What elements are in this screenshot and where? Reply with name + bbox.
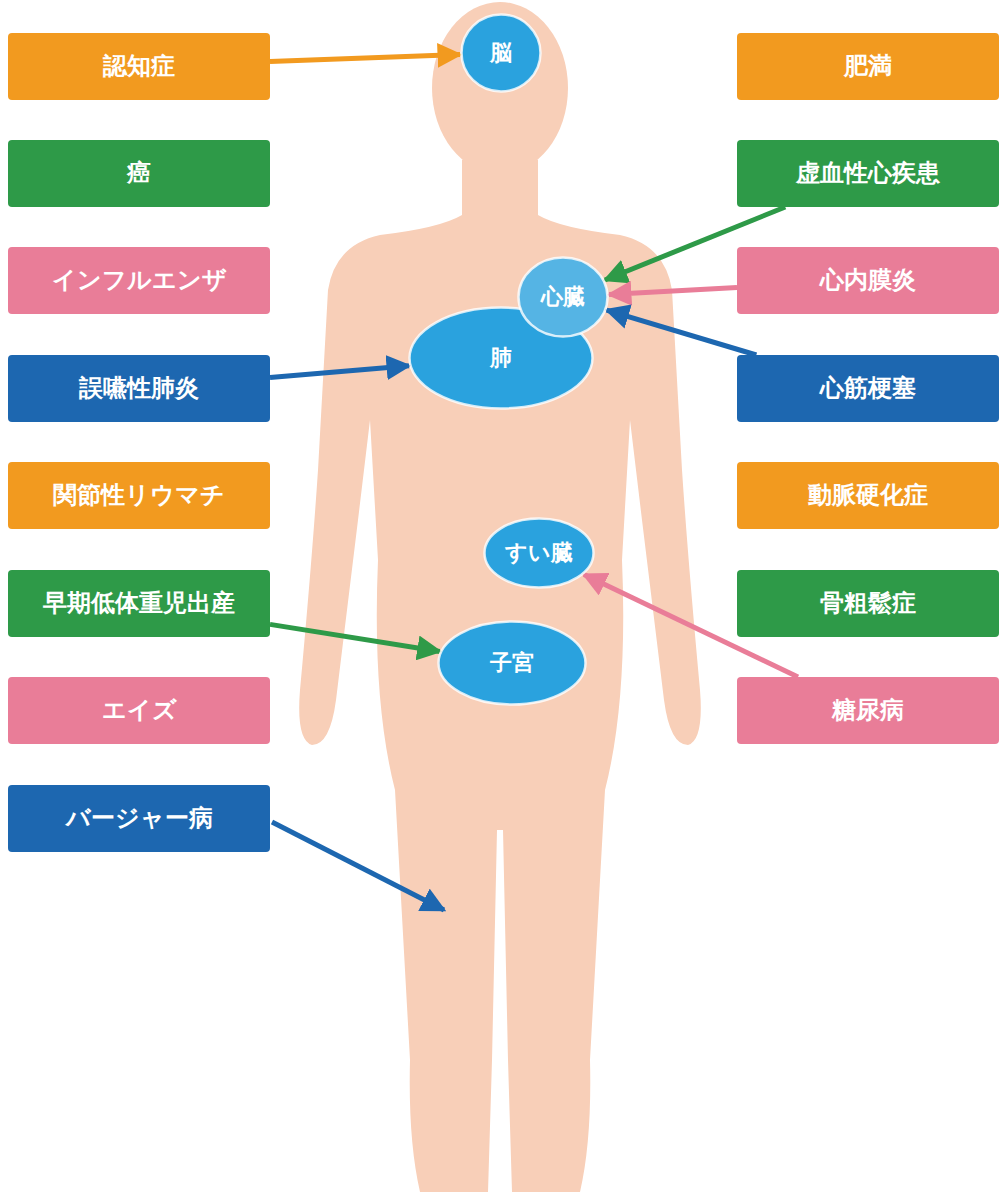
disease-box: 関節性リウマチ [8, 462, 270, 529]
disease-box: 癌 [8, 140, 270, 207]
disease-label: 早期低体重児出産 [43, 589, 235, 618]
disease-label: 動脈硬化症 [808, 481, 928, 510]
organ-shape [410, 308, 593, 409]
arrow-connector [270, 624, 440, 651]
disease-label: 心筋梗塞 [820, 374, 916, 403]
disease-box: 肥満 [737, 33, 999, 100]
arrow-connector [270, 55, 460, 62]
organ-label: 肺 [490, 345, 512, 371]
organ-shape [439, 622, 586, 705]
disease-label: 肥満 [844, 52, 892, 81]
organ-circle: すい臓 [483, 517, 595, 589]
organ-circle: 子宮 [437, 620, 587, 706]
organ-shape [519, 258, 608, 337]
organ-circle: 心臓 [517, 256, 609, 338]
disease-box: 虚血性心疾患 [737, 140, 999, 207]
body-head [432, 2, 568, 174]
leader-arrow [272, 822, 444, 910]
disease-box: 早期低体重児出産 [8, 570, 270, 637]
disease-box: エイズ [8, 677, 270, 744]
organ-label: 心臓 [541, 284, 585, 310]
disease-box: バージャー病 [8, 785, 270, 852]
arrow-connector [270, 366, 409, 378]
disease-box: インフルエンザ [8, 247, 270, 314]
disease-box: 心筋梗塞 [737, 355, 999, 422]
disease-label: バージャー病 [66, 804, 213, 833]
disease-box: 認知症 [8, 33, 270, 100]
disease-label: 癌 [127, 159, 151, 188]
disease-label: エイズ [102, 696, 177, 725]
disease-label: 骨粗鬆症 [820, 589, 916, 618]
organ-label: 子宮 [490, 650, 534, 676]
organ-label: すい臓 [505, 540, 573, 566]
organ-label: 脳 [490, 40, 512, 66]
organ-shape [485, 519, 594, 588]
organ-circle: 脳 [460, 13, 542, 93]
disease-box: 誤嚥性肺炎 [8, 355, 270, 422]
disease-label: インフルエンザ [52, 266, 227, 295]
disease-label: 認知症 [103, 52, 175, 81]
disease-box: 心内膜炎 [737, 247, 999, 314]
disease-label: 誤嚥性肺炎 [79, 374, 199, 403]
disease-box: 動脈硬化症 [737, 462, 999, 529]
body-silhouette [299, 160, 701, 1192]
disease-box: 骨粗鬆症 [737, 570, 999, 637]
disease-label: 心内膜炎 [820, 266, 916, 295]
disease-label: 糖尿病 [832, 696, 904, 725]
disease-label: 関節性リウマチ [53, 481, 225, 510]
arrow-connector [609, 288, 737, 295]
disease-box: 糖尿病 [737, 677, 999, 744]
arrow-connector [607, 310, 757, 355]
disease-label: 虚血性心疾患 [796, 159, 940, 188]
organ-shape [462, 15, 541, 92]
